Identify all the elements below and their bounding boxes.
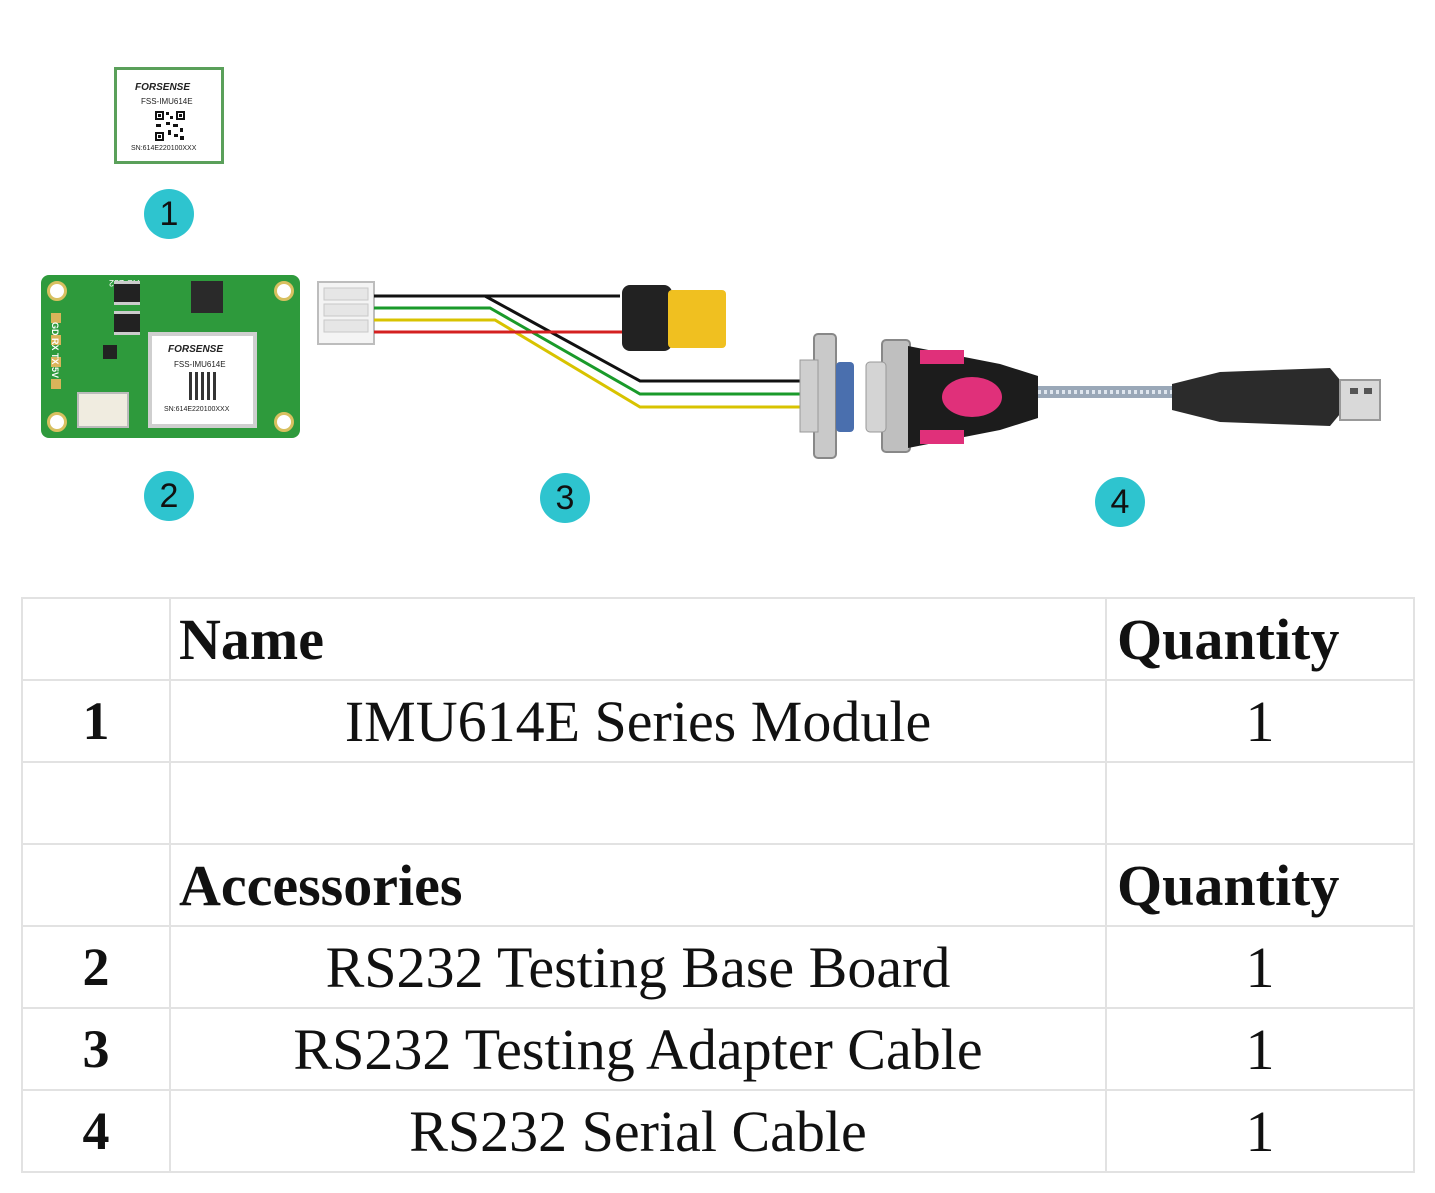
- row-quantity: 1: [1105, 925, 1415, 1009]
- header-accessories: Accessories: [169, 843, 1107, 927]
- pin-labels: GD RX TX 5V: [50, 321, 61, 379]
- mounting-hole: [274, 412, 294, 432]
- module-brand: FORSENSE: [135, 82, 191, 93]
- empty-cell: [169, 761, 1107, 845]
- row-name: RS232 Testing Base Board: [169, 925, 1107, 1009]
- row-quantity: 1: [1105, 1089, 1415, 1173]
- badge-2: 2: [144, 471, 194, 521]
- empty-cell: [21, 761, 171, 845]
- base-board-image: RS-232 GD RX TX 5V FORSENSE FSS-IMU614E …: [41, 275, 300, 438]
- row-number: 3: [21, 1007, 171, 1091]
- row-number: 2: [21, 925, 171, 1009]
- row-quantity: 1: [1105, 1007, 1415, 1091]
- badge-4: 4: [1095, 477, 1145, 527]
- row-number: 4: [21, 1089, 171, 1173]
- table-header-row: Name Quantity: [21, 597, 1415, 681]
- row-number: 1: [21, 679, 171, 763]
- mounting-hole: [274, 281, 294, 301]
- row-quantity: 1: [1105, 679, 1415, 763]
- mounting-hole: [47, 412, 67, 432]
- table-row: 2 RS232 Testing Base Board 1: [21, 925, 1415, 1009]
- empty-cell: [1105, 761, 1415, 845]
- row-name: IMU614E Series Module: [169, 679, 1107, 763]
- badge-1: 1: [144, 189, 194, 239]
- header-name: Name: [169, 597, 1107, 681]
- row-name: RS232 Serial Cable: [169, 1089, 1107, 1173]
- mounted-qr: [189, 372, 217, 400]
- product-figure: FORSENSE FSS-IMU614E SN:614E220100XXX 1 …: [0, 0, 1435, 580]
- header-quantity: Quantity: [1105, 843, 1415, 927]
- table-row: 4 RS232 Serial Cable 1: [21, 1089, 1415, 1173]
- table-row: 1 IMU614E Series Module 1: [21, 679, 1415, 763]
- pin-header: [51, 313, 61, 397]
- imu-module-image: FORSENSE FSS-IMU614E SN:614E220100XXX: [114, 67, 224, 164]
- module-serial: SN:614E220100XXX: [131, 145, 197, 152]
- mounted-module: FORSENSE FSS-IMU614E SN:614E220100XXX: [148, 332, 257, 428]
- header-num-cell: [21, 843, 171, 927]
- table-row: 3 RS232 Testing Adapter Cable 1: [21, 1007, 1415, 1091]
- badge-3: 3: [540, 473, 590, 523]
- chip: [191, 281, 223, 313]
- chip: [114, 311, 140, 335]
- header-quantity: Quantity: [1105, 597, 1415, 681]
- table-empty-row: [21, 761, 1415, 845]
- module-model: FSS-IMU614E: [141, 97, 193, 106]
- header-num-cell: [21, 597, 171, 681]
- chip: [103, 345, 117, 359]
- mounting-hole: [47, 281, 67, 301]
- row-name: RS232 Testing Adapter Cable: [169, 1007, 1107, 1091]
- cables-image: [317, 281, 1381, 459]
- table-section-header-row: Accessories Quantity: [21, 843, 1415, 927]
- chip: [114, 281, 140, 305]
- jst-connector: [77, 392, 129, 428]
- mounted-module-model: FSS-IMU614E: [174, 360, 226, 369]
- mounted-module-brand: FORSENSE: [168, 344, 224, 355]
- parts-table: Name Quantity 1 IMU614E Series Module 1 …: [21, 597, 1415, 1173]
- mounted-module-serial: SN:614E220100XXX: [164, 406, 230, 413]
- qr-code-icon: [154, 110, 186, 142]
